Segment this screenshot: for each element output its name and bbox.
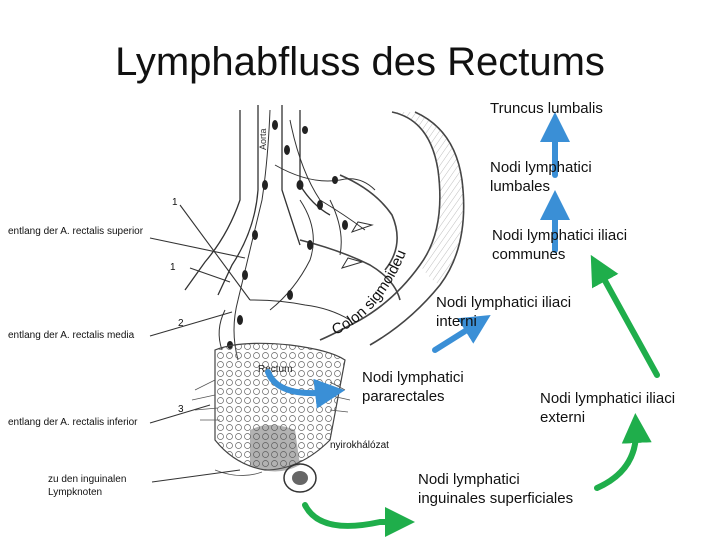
rectalis-inferior-label: entlang der A. rectalis inferior	[8, 417, 138, 428]
blue-arrows	[265, 112, 570, 409]
inguinalen-label-line2: Lympknoten	[48, 487, 103, 498]
nodi-pararectales-label-line1: Nodi lymphatici	[362, 369, 464, 386]
colon-sigmoideum-label: Colon sigmoideum	[0, 0, 410, 339]
rectum-label: Rectum	[258, 364, 292, 375]
nodi-lumbales-label-line1: Nodi lymphatici	[490, 159, 592, 176]
arrow-rectum-to-inguinales	[302, 502, 415, 537]
nodi-inguinales-label-line2: inguinales superficiales	[418, 490, 574, 507]
nodi-iliaci-communes-label-line1: Nodi lymphatici iliaci	[492, 227, 628, 244]
number-3-label: 3	[178, 404, 184, 415]
nyirokhalozat-label: nyirokhálózat	[330, 440, 389, 451]
arrow-externi-to-communes	[590, 254, 660, 378]
leader-lines	[149, 204, 251, 483]
inguinalen-label-line1: zu den inguinalen	[48, 474, 127, 485]
rectalis-media-label: entlang der A. rectalis media	[8, 330, 135, 341]
colon-hatching	[392, 112, 464, 285]
lymph-nodes	[227, 120, 348, 349]
arrow-inguinales-to-externi	[594, 413, 652, 491]
arrow-pararectal-to-interni	[265, 369, 345, 409]
nodi-lumbales-label-line2: lumbales	[490, 178, 551, 195]
nodi-iliaci-communes-label-line2: communes	[492, 246, 566, 263]
inner-flow-arrows	[340, 221, 374, 269]
lymph-vessels	[218, 109, 376, 361]
aorta-label: Aorta	[258, 128, 268, 150]
truncus-lumbalis-label: Truncus lumbalis	[490, 100, 603, 117]
number-1-label: 1	[170, 262, 176, 273]
nodi-pararectales-label-line2: pararectales	[362, 388, 445, 405]
green-arrows	[302, 254, 660, 537]
page-title: Lymphabfluss des Rectums	[115, 40, 605, 84]
number-2-label: 2	[178, 318, 184, 329]
nodi-iliaci-interni-label-line1: Nodi lymphatici iliaci	[436, 294, 572, 311]
rectalis-superior-label: entlang der A. rectalis superior	[8, 226, 144, 237]
nodi-iliaci-externi-label-line2: externi	[540, 409, 586, 426]
number-1-top-label: 1	[172, 197, 178, 208]
nodi-iliaci-externi-label-line1: Nodi lymphatici iliaci	[540, 390, 676, 407]
nodi-iliaci-interni-label-line2: interni	[436, 313, 477, 330]
rectum	[214, 342, 346, 493]
arrow-interni-to-communes	[432, 315, 491, 353]
nodi-inguinales-label-line1: Nodi lymphatici	[418, 471, 520, 488]
